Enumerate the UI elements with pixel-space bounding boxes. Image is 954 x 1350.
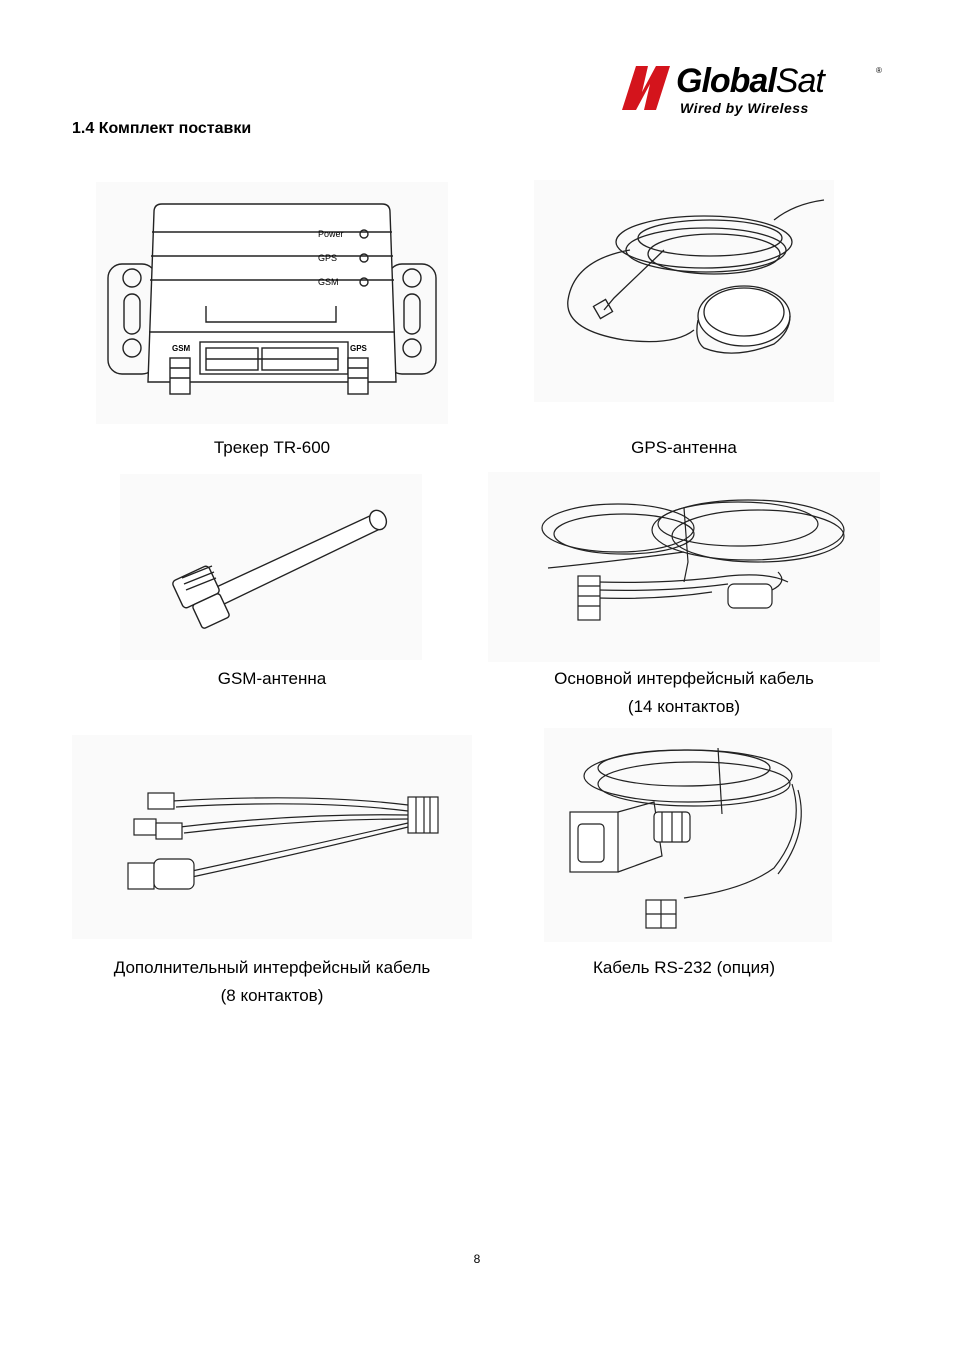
tracker-image: Power GPS GSM GSM GPS <box>96 182 448 424</box>
globalsat-logo: GlobalSat ® Wired by Wireless <box>618 62 888 118</box>
caption-tracker: Трекер TR-600 <box>213 438 331 457</box>
rs232-cable-image <box>544 728 832 942</box>
section-title: 1.4 Комплект поставки <box>72 120 252 137</box>
caption-extra-cable-line2: (8 контактов) <box>220 986 324 1005</box>
gsm-antenna-image <box>120 474 422 660</box>
caption-gsm-antenna: GSM-антенна <box>217 669 327 688</box>
led-label-gsm: GSM <box>318 277 339 287</box>
caption-rs232-cable: Кабель RS-232 (опция) <box>592 958 776 977</box>
caption-main-cable-line2: (14 контактов) <box>627 697 741 716</box>
extra-cable-image <box>72 735 472 939</box>
port-label-gsm: GSM <box>172 344 191 353</box>
logo-brand-light: Sat <box>775 62 825 100</box>
page-number: 8 <box>473 1252 481 1266</box>
logo-brand-bold: Global <box>676 62 777 100</box>
main-cable-image <box>488 472 880 662</box>
caption-main-cable-line1: Основной интерфейсный кабель <box>554 669 814 688</box>
caption-extra-cable-line1: Дополнительный интерфейсный кабель <box>113 958 431 977</box>
port-label-gps: GPS <box>350 344 367 353</box>
logo-tagline: Wired by Wireless <box>680 100 809 116</box>
caption-gps-antenna: GPS-антенна <box>631 438 737 457</box>
led-label-power: Power <box>318 229 344 239</box>
gps-antenna-image <box>534 180 834 402</box>
logo-brand: GlobalSat <box>676 62 825 101</box>
globalsat-logo-mark-icon <box>622 66 670 110</box>
logo-registered: ® <box>876 66 882 75</box>
led-label-gps: GPS <box>318 253 338 263</box>
